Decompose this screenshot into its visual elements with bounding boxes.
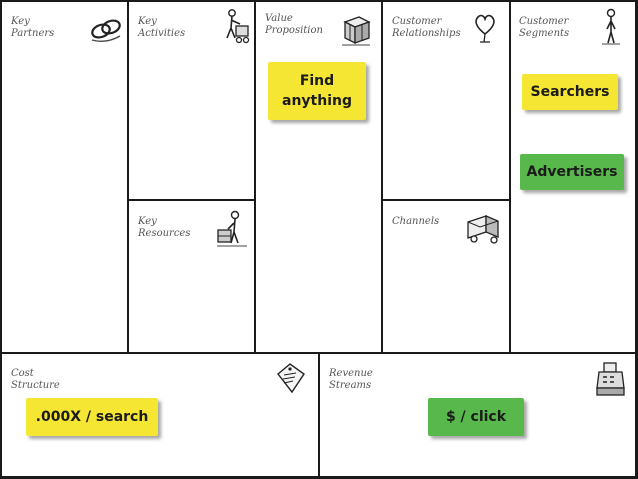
person-standing-icon — [602, 8, 620, 45]
note-cost-per-search: .000X / search — [26, 398, 158, 436]
border-right — [635, 0, 638, 479]
note-advertisers: Advertisers — [520, 154, 624, 190]
heart-icon — [475, 14, 495, 43]
channels-label: Channels — [392, 216, 440, 227]
divider-v-bottom — [318, 352, 320, 479]
divider-v2 — [254, 0, 256, 353]
divider-v3 — [381, 0, 383, 353]
chain-link-icon — [91, 19, 121, 43]
divider-v1 — [127, 0, 129, 353]
divider-h-activities — [127, 199, 256, 201]
price-tag-icon — [277, 363, 305, 394]
border-top — [0, 0, 638, 2]
delivery-truck-icon — [467, 215, 499, 244]
person-with-crate-icon — [217, 210, 247, 247]
cash-register-icon — [596, 362, 625, 396]
person-pushing-cart-icon — [226, 9, 250, 44]
note-searchers: Searchers — [522, 74, 618, 110]
note-per-click: $ / click — [428, 398, 524, 436]
border-left — [0, 0, 2, 479]
divider-h-relationships — [381, 199, 511, 201]
gift-box-icon — [342, 16, 371, 46]
divider-v4 — [509, 0, 511, 353]
